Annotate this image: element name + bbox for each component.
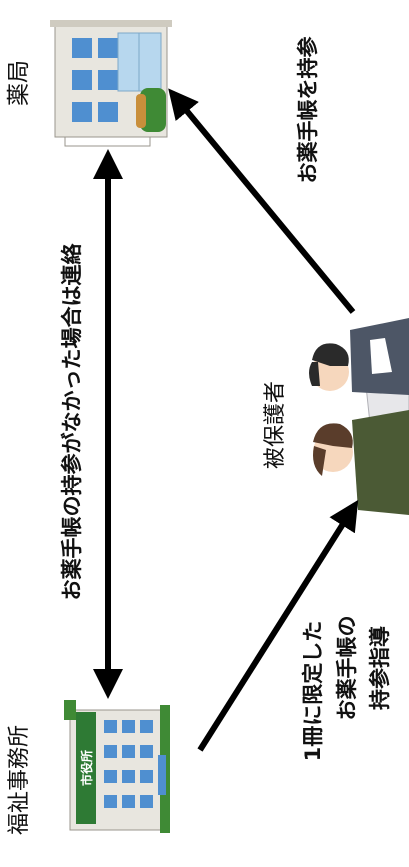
recipient-illustration xyxy=(309,318,409,515)
pharmacy-to-office-label: お薬手帳の持参がなかった場合は連絡 xyxy=(60,243,84,601)
recipient-to-pharmacy-label: お薬手帳を持参 xyxy=(296,37,320,184)
welfare-office-icon: 市役所 xyxy=(64,700,170,833)
arrow-office-to-recipient xyxy=(197,499,359,752)
office-to-recipient-label-line-1: 1冊に限定した xyxy=(301,621,325,762)
welfare-office-sign: 市役所 xyxy=(79,750,94,786)
arrow-recipient-to-pharmacy xyxy=(168,88,356,314)
office-to-recipient-label: 1冊に限定した お薬手帳の 持参指導 xyxy=(301,616,392,762)
pharmacy-icon xyxy=(50,20,172,147)
office-to-recipient-label-line-3: 持参指導 xyxy=(368,626,392,710)
pharmacy-label: 薬局 xyxy=(6,60,32,106)
office-to-recipient-label-line-2: お薬手帳の xyxy=(335,616,359,721)
recipient-label: 被保護者 xyxy=(263,381,288,469)
welfare-office-label: 福祉事務所 xyxy=(7,725,32,835)
